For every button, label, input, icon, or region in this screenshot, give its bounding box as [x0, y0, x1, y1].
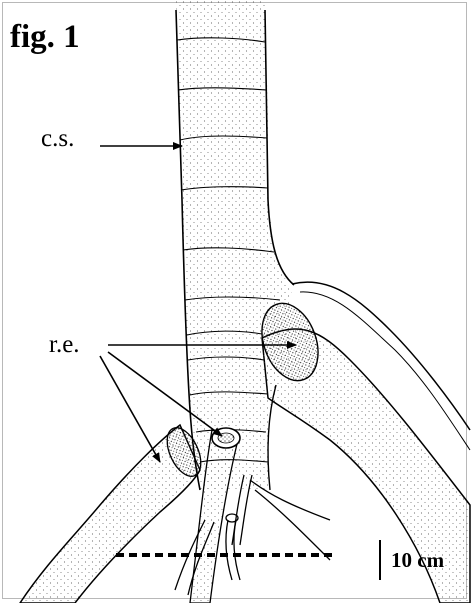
trunk — [176, 0, 294, 490]
scale-bar-label: 10 cm — [391, 550, 444, 571]
label-cs: c.s. — [41, 126, 74, 151]
label-re: r.e. — [49, 332, 80, 357]
re-arrow-left — [100, 356, 160, 462]
figure-title: fig. 1 — [10, 21, 80, 54]
